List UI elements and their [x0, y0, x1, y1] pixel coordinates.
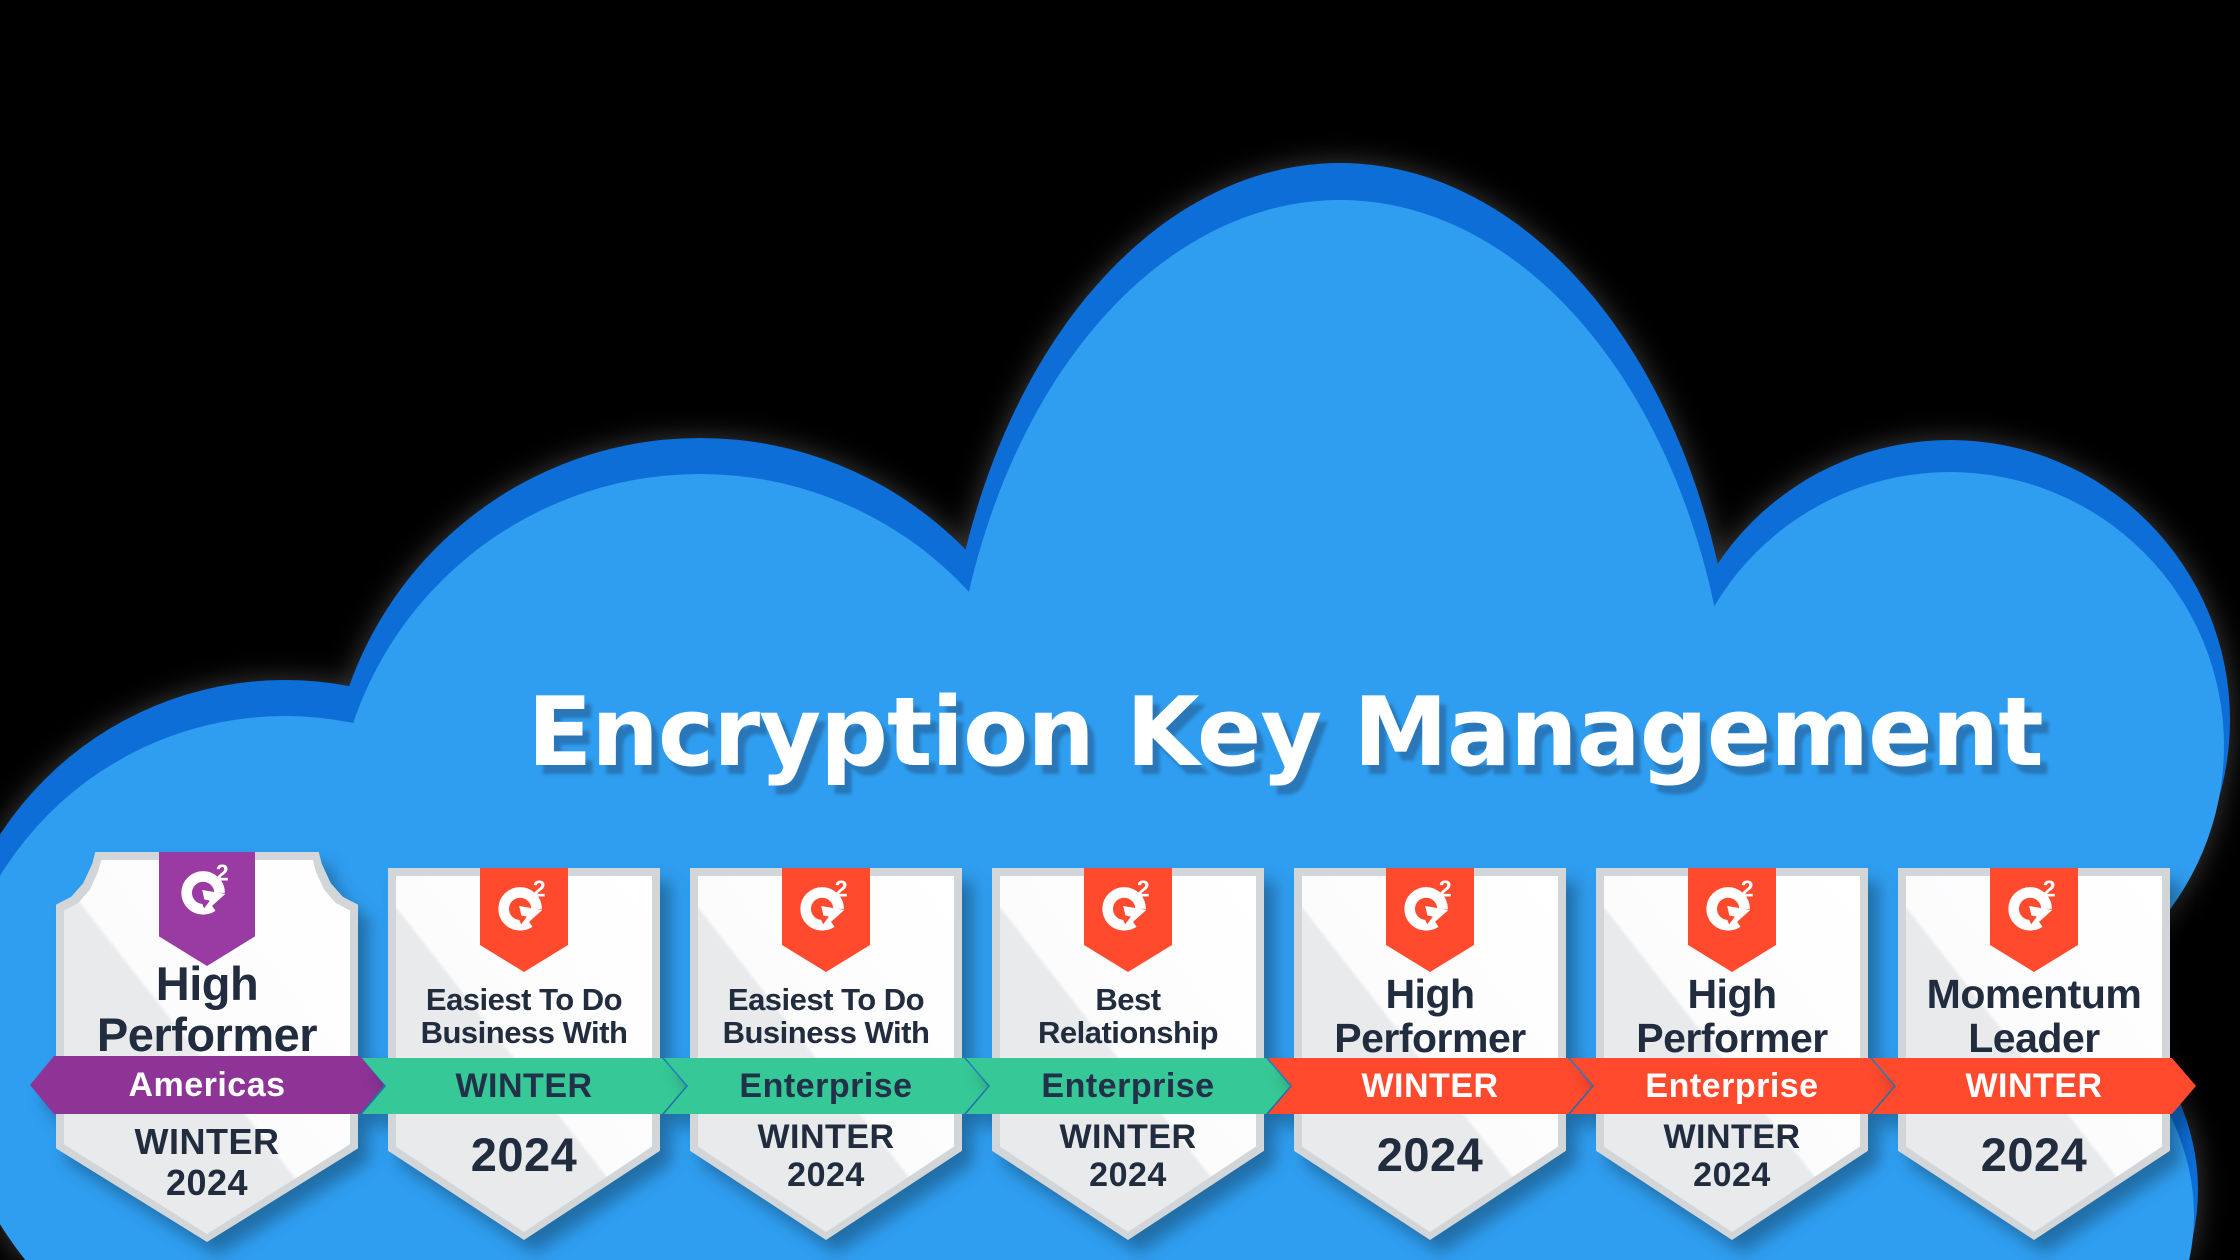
award-season-line1: 2024 — [1980, 1128, 2088, 1181]
ribbon-label: Enterprise — [739, 1066, 913, 1105]
award-season-line1: 2024 — [1376, 1128, 1484, 1181]
award-title: Easiest To Do Business With — [388, 954, 660, 1078]
award-title: Best Relationship — [992, 954, 1264, 1078]
award-season: WINTER 2024 — [690, 1118, 962, 1195]
g2-logo-icon: 2 — [498, 875, 555, 935]
g2-superscript: 2 — [2043, 875, 2056, 901]
award-season-line1: 2024 — [470, 1128, 578, 1181]
ribbon-banner: WINTER — [1872, 1058, 2196, 1114]
award-season-line1: WINTER — [1059, 1118, 1197, 1156]
award-title-line1: High — [155, 957, 259, 1011]
award-title-line2: Business With — [722, 1015, 930, 1050]
award-season-line1: WINTER — [134, 1121, 280, 1162]
g2-award-badge: 2 Easiest To Do Business With WINTER 202… — [388, 868, 660, 1240]
g2-logo-icon: 2 — [181, 859, 238, 919]
award-title-line1: Best — [1095, 981, 1161, 1017]
ribbon-label: Enterprise — [1645, 1066, 1819, 1105]
ribbon-label: WINTER — [455, 1066, 593, 1105]
ribbon-label: Enterprise — [1041, 1066, 1215, 1105]
award-season: WINTER 2024 — [1596, 1118, 1868, 1195]
g2-superscript: 2 — [533, 875, 546, 901]
page-title: Encryption Key Management — [527, 678, 2043, 788]
award-season-line2: 2024 — [1693, 1156, 1771, 1195]
award-season-line1: WINTER — [757, 1118, 895, 1156]
g2-superscript: 2 — [216, 859, 229, 885]
award-title-line1: High — [1385, 970, 1475, 1017]
award-title-line2: Performer — [1636, 1015, 1828, 1061]
ribbon-banner: Enterprise — [966, 1058, 1290, 1114]
ribbon-label: WINTER — [1965, 1066, 2103, 1105]
award-title-line1: Momentum — [1926, 970, 2142, 1017]
award-title-line2: Performer — [96, 1008, 318, 1061]
award-title-line2: Business With — [420, 1015, 628, 1050]
award-title: High Performer — [1596, 954, 1868, 1078]
g2-superscript: 2 — [1741, 875, 1754, 901]
award-title-line2: Performer — [1334, 1015, 1526, 1061]
award-title-line1: High — [1687, 970, 1777, 1017]
award-season-line2: 2024 — [1089, 1156, 1167, 1195]
award-title: Easiest To Do Business With — [690, 954, 962, 1078]
ribbon-banner: Enterprise — [664, 1058, 988, 1114]
g2-award-badge: 2 High Performer Americas WINTER 2024 — [56, 852, 358, 1242]
award-season: WINTER 2024 — [56, 1121, 358, 1203]
g2-logo-icon: 2 — [800, 875, 857, 935]
g2-award-badge: 2 Best Relationship Enterprise WINTER 20… — [992, 868, 1264, 1240]
ribbon-label: WINTER — [1361, 1066, 1499, 1105]
g2-logo-icon: 2 — [1706, 875, 1763, 935]
award-season-line2: 2024 — [165, 1161, 249, 1203]
ribbon-banner: Americas — [30, 1056, 384, 1114]
award-season: 2024 — [388, 1128, 660, 1181]
award-season: 2024 — [1294, 1128, 1566, 1181]
g2-logo-icon: 2 — [1404, 875, 1461, 935]
award-title-line2: Leader — [1968, 1015, 2100, 1061]
award-season: WINTER 2024 — [992, 1118, 1264, 1195]
award-title-line2: Relationship — [1037, 1015, 1219, 1050]
g2-award-badge: 2 Momentum Leader WINTER 2024 — [1898, 868, 2170, 1240]
ribbon-banner: Enterprise — [1570, 1058, 1894, 1114]
ribbon-label: Americas — [128, 1065, 286, 1104]
g2-award-badge: 2 Easiest To Do Business With Enterprise… — [690, 868, 962, 1240]
award-season: 2024 — [1898, 1128, 2170, 1181]
award-title: High Performer — [1294, 954, 1566, 1078]
ribbon-banner: WINTER — [1268, 1058, 1592, 1114]
award-title: High Performer — [56, 948, 358, 1072]
award-title: Momentum Leader — [1898, 954, 2170, 1078]
g2-award-badge: 2 High Performer WINTER 2024 — [1294, 868, 1566, 1240]
ribbon-banner: WINTER — [362, 1058, 686, 1114]
g2-superscript: 2 — [1137, 875, 1150, 901]
g2-tab: 2 — [1990, 868, 2078, 972]
award-title-line1: Easiest To Do — [425, 981, 623, 1017]
g2-superscript: 2 — [1439, 875, 1452, 901]
g2-superscript: 2 — [835, 875, 848, 901]
g2-award-badge: 2 High Performer Enterprise WINTER 2024 — [1596, 868, 1868, 1240]
award-season-line1: WINTER — [1663, 1118, 1801, 1156]
g2-logo-icon: 2 — [2008, 875, 2065, 935]
award-title-line1: Easiest To Do — [727, 981, 925, 1017]
g2-logo-icon: 2 — [1102, 875, 1159, 935]
award-season-line2: 2024 — [787, 1156, 865, 1195]
badge-row: 2 High Performer Americas WINTER 2024 2 — [56, 852, 2170, 1242]
